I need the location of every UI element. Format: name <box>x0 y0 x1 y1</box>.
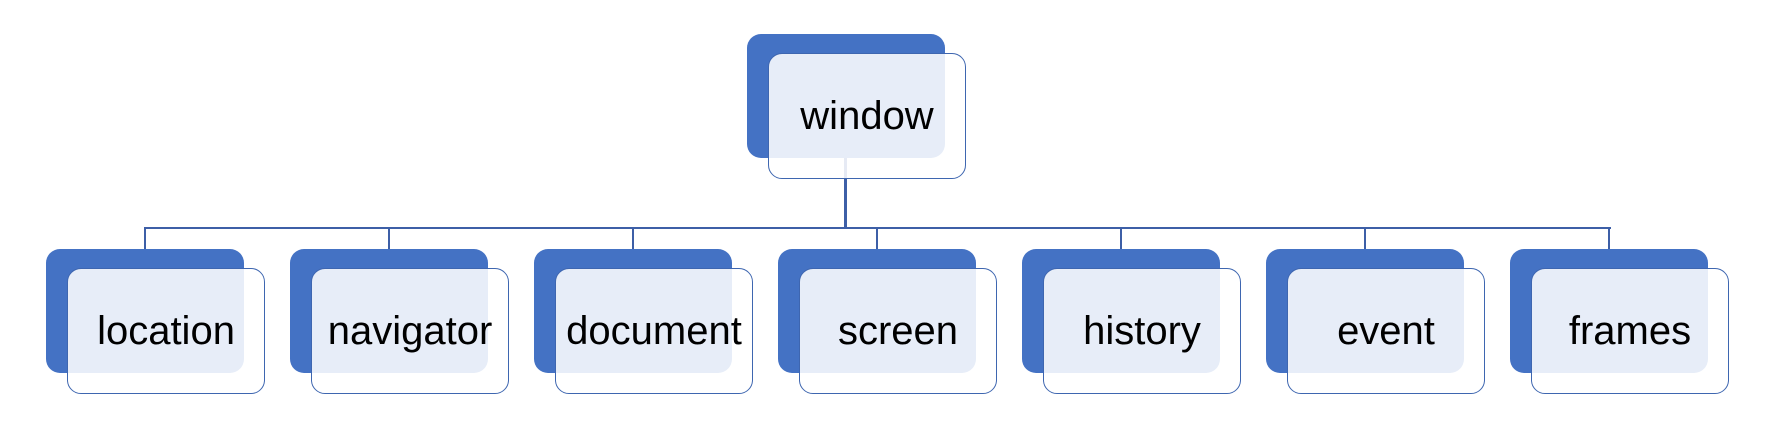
connector-drop-navigator <box>388 227 390 249</box>
connector-drop-frames <box>1608 227 1610 249</box>
node-navigator: navigator <box>290 249 509 394</box>
node-event-label: event <box>1337 309 1435 353</box>
node-window-label: window <box>800 94 934 138</box>
connector-drop-event <box>1364 227 1366 249</box>
connector-drop-location <box>144 227 146 249</box>
node-frames: frames <box>1510 249 1729 394</box>
connector-drop-history <box>1120 227 1122 249</box>
node-location-front-shape: location <box>67 268 265 394</box>
node-event: event <box>1266 249 1485 394</box>
node-screen: screen <box>778 249 997 394</box>
node-event-front-shape: event <box>1287 268 1485 394</box>
node-frames-label: frames <box>1568 309 1692 353</box>
node-document-label: document <box>566 309 742 353</box>
node-location-label: location <box>97 309 235 353</box>
connector-root-vertical <box>844 158 847 228</box>
connector-drop-document <box>632 227 634 249</box>
node-navigator-label: navigator <box>327 309 493 353</box>
node-history-label: history <box>1083 309 1201 353</box>
node-screen-label: screen <box>837 309 959 353</box>
node-window-front-shape: window <box>768 53 966 179</box>
node-location: location <box>46 249 265 394</box>
node-history: history <box>1022 249 1241 394</box>
node-navigator-front-shape: navigator <box>311 268 509 394</box>
node-document: document <box>534 249 753 394</box>
node-window: window <box>747 34 966 179</box>
connector-drop-screen <box>876 227 878 249</box>
node-frames-front-shape: frames <box>1531 268 1729 394</box>
node-document-front-shape: document <box>555 268 753 394</box>
node-history-front-shape: history <box>1043 268 1241 394</box>
node-screen-front-shape: screen <box>799 268 997 394</box>
